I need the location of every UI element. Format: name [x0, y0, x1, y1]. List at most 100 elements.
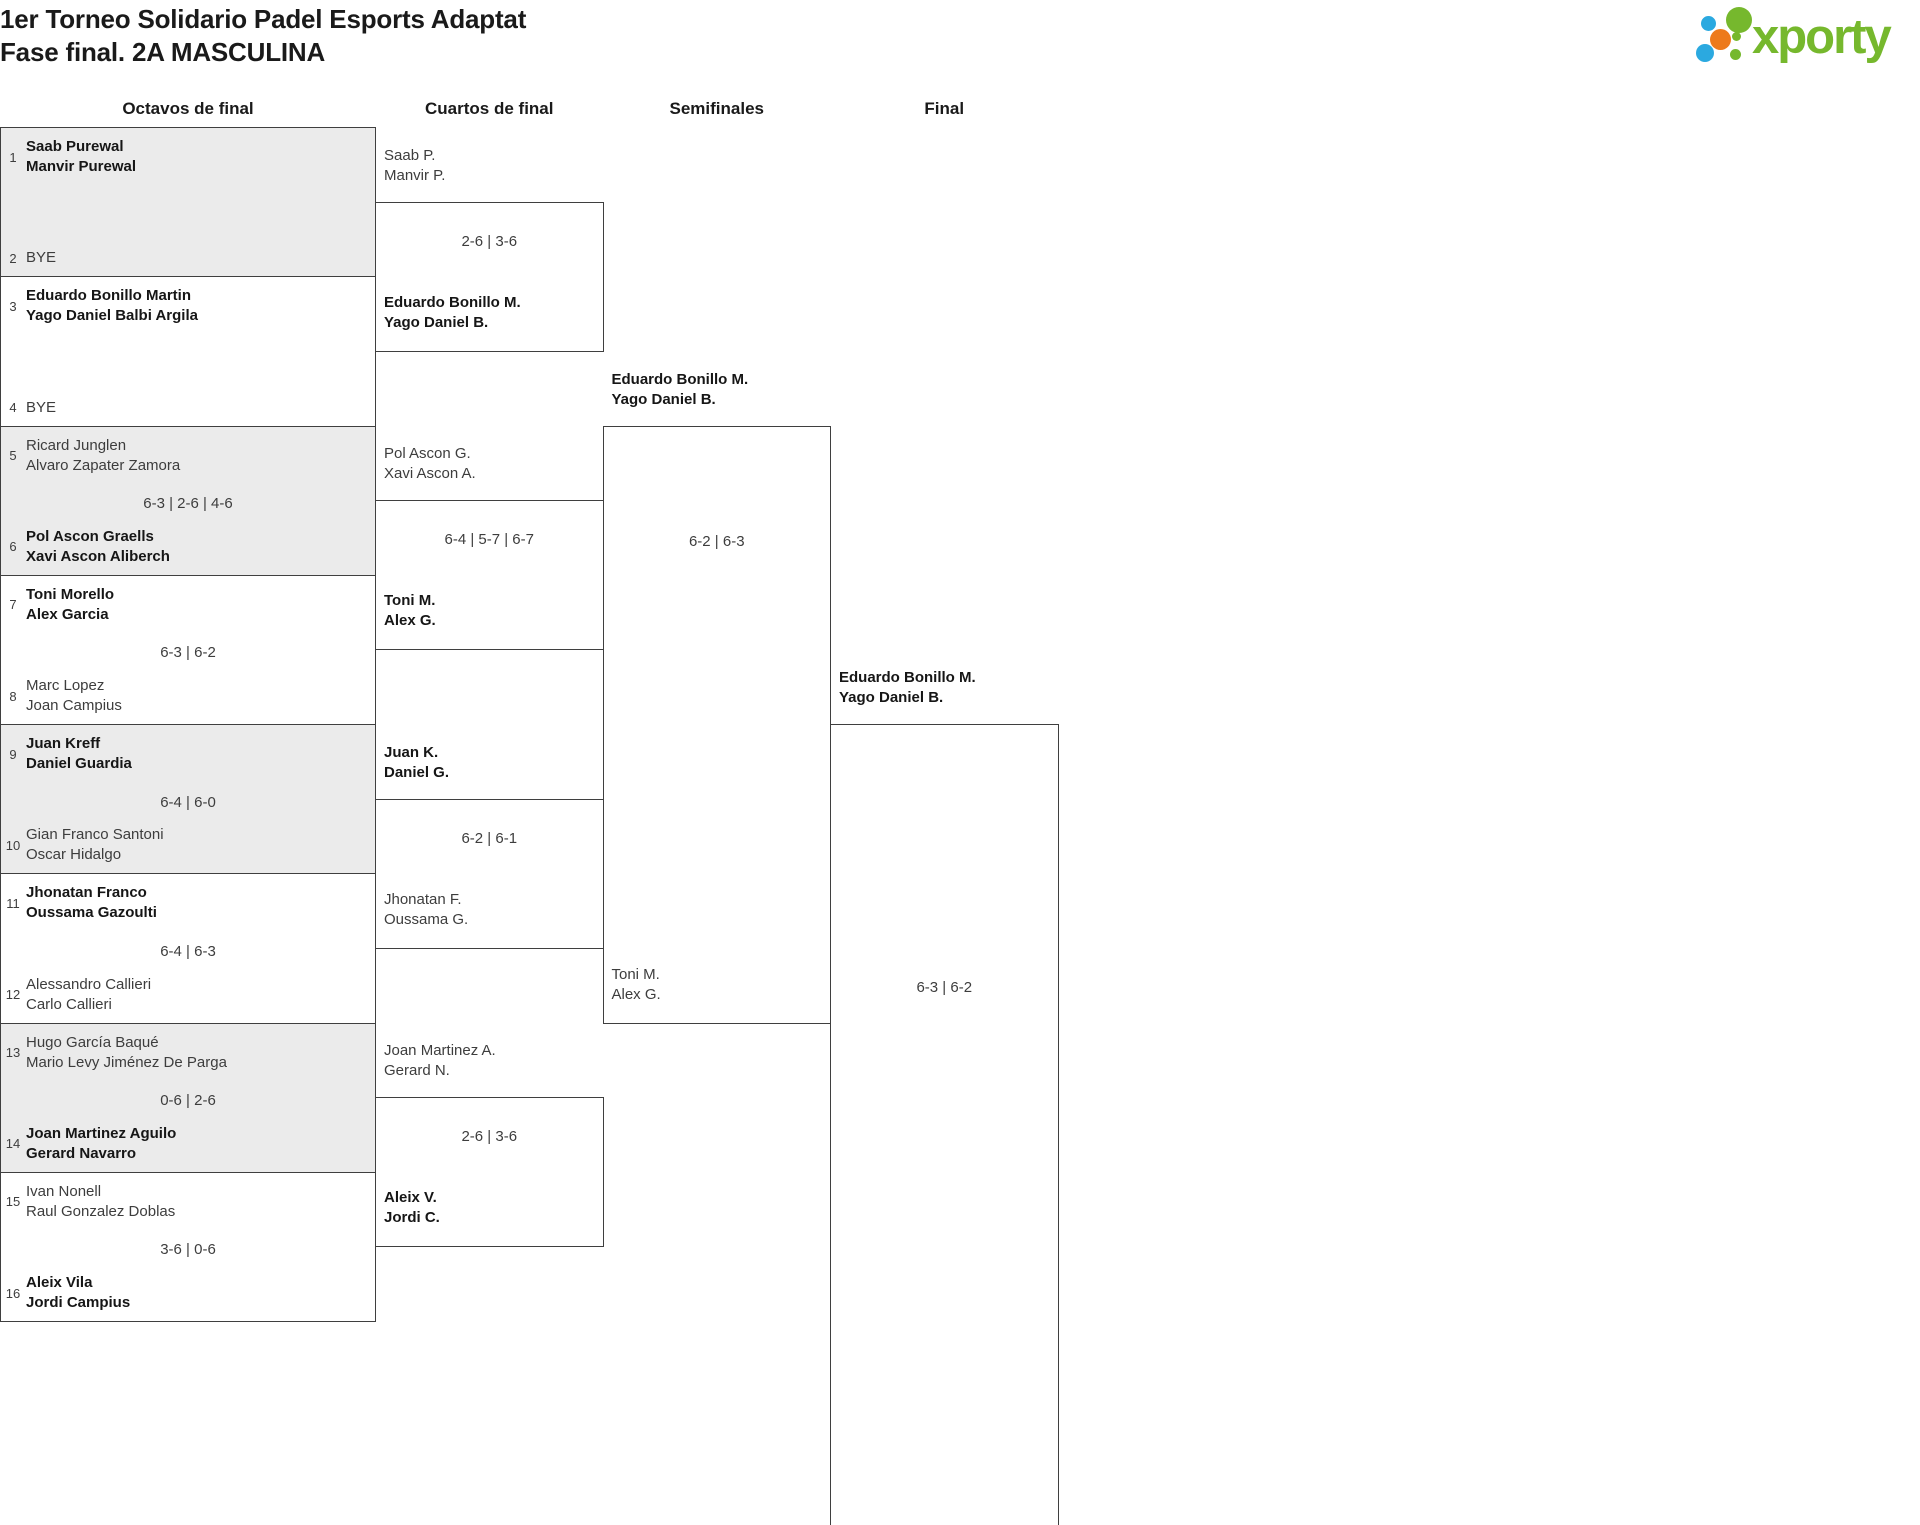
title-line2: Fase final. 2A MASCULINA — [0, 37, 326, 67]
qf-match-score: 2-6 | 3-6 — [461, 1128, 518, 1146]
final-match-score: 6-3 | 6-2 — [916, 979, 973, 996]
team-names: Pol Ascon G.Xavi Ascon A. — [384, 445, 476, 483]
round-header-1: Octavos de final — [122, 99, 254, 118]
qf-team-entry[interactable]: Joan Martinez A.Gerard N. — [384, 1041, 601, 1081]
team-seed: 6 — [9, 539, 17, 555]
round-header-4: Final — [924, 99, 965, 118]
page-title: 1er Torneo Solidario Padel Esports Adapt… — [0, 3, 526, 69]
team-seed: 8 — [9, 688, 17, 704]
team-seed: 2 — [9, 250, 17, 266]
team-seed: 7 — [9, 597, 17, 613]
r16-match-box-7 — [0, 1022, 376, 1173]
sf-match-box-1 — [602, 425, 831, 1024]
r16-match-box-5 — [0, 724, 376, 875]
team-seed: 16 — [5, 1285, 21, 1301]
logo-wordmark: xporty — [1752, 10, 1892, 64]
team-seed: 14 — [5, 1136, 21, 1152]
r16-team-entry[interactable]: 2 BYE — [0, 248, 376, 268]
team-seed: 1 — [9, 149, 17, 165]
qf-team-entry[interactable]: Eduardo Bonillo M.Yago Daniel B. — [384, 293, 601, 333]
team-seed: 11 — [6, 895, 20, 911]
logo-dot-blue-medium — [1696, 43, 1714, 62]
qf-team-entry[interactable]: Juan K.Daniel G. — [384, 743, 601, 783]
logo-dot-green-large — [1726, 6, 1752, 33]
qf-team-entry[interactable]: Saab P.Manvir P. — [384, 146, 601, 186]
qf-match-score: 6-2 | 6-1 — [461, 829, 518, 847]
round-header-3: Semifinales — [669, 99, 765, 118]
sf-team-entry[interactable]: Eduardo Bonillo M.Yago Daniel B. — [612, 370, 829, 410]
team-names: BYE — [26, 249, 57, 267]
r16-match-score: 0-6 | 2-6 — [160, 1092, 216, 1110]
team-seed: 3 — [9, 298, 17, 314]
r16-match-score: 6-4 | 6-0 — [160, 793, 216, 811]
qf-team-entry[interactable]: Aleix V.Jordi C. — [384, 1188, 601, 1228]
team-names: Eduardo Bonillo M.Yago Daniel B. — [384, 293, 521, 331]
r16-match-score: 6-4 | 6-3 — [160, 942, 216, 960]
team-names: Eduardo Bonillo M.Yago Daniel B. — [839, 669, 976, 706]
xporty-logo[interactable]: xporty — [1690, 0, 1920, 70]
r16-match-box-1 — [0, 127, 376, 278]
r16-match-box-3 — [0, 425, 376, 576]
team-names: BYE — [26, 398, 57, 416]
team-names: Jhonatan F.Oussama G. — [384, 890, 469, 928]
team-names: Saab P.Manvir P. — [384, 146, 446, 184]
team-names: Juan K.Daniel G. — [384, 743, 450, 781]
qf-match-score: 6-4 | 5-7 | 6-7 — [444, 531, 534, 549]
sf-team-entry[interactable]: Toni M.Alex G. — [612, 965, 829, 1005]
logo-dot-blue-small — [1700, 15, 1716, 31]
team-seed: 15 — [5, 1194, 21, 1210]
team-names: Eduardo Bonillo M.Yago Daniel B. — [611, 370, 749, 408]
qf-match-score: 2-6 | 3-6 — [461, 232, 518, 250]
team-names: Joan Martinez A.Gerard N. — [384, 1042, 496, 1080]
team-seed: 9 — [9, 746, 17, 762]
team-names: Aleix V.Jordi C. — [384, 1189, 440, 1227]
logo-dot-green-tiny — [1731, 32, 1741, 41]
qf-team-entry[interactable]: Jhonatan F.Oussama G. — [384, 890, 601, 930]
final-team-entry[interactable]: Eduardo Bonillo M.Yago Daniel B. — [839, 668, 1056, 708]
team-seed: 5 — [9, 448, 17, 463]
team-seed: 10 — [5, 837, 21, 853]
logo-dot-orange — [1709, 29, 1731, 50]
sf-match-score: 6-2 | 6-3 — [688, 532, 745, 550]
qf-team-entry[interactable]: Toni M.Alex G. — [384, 591, 601, 631]
r16-match-score: 6-3 | 2-6 | 4-6 — [143, 495, 233, 513]
r16-match-score: 6-3 | 6-2 — [160, 644, 216, 662]
team-seed: 13 — [5, 1045, 21, 1060]
final-match-box-1 — [830, 724, 1059, 1525]
title-line1: 1er Torneo Solidario Padel Esports Adapt… — [0, 4, 527, 34]
logo-dot-green-small — [1729, 48, 1741, 60]
qf-match-box-1 — [375, 201, 604, 352]
qf-team-entry[interactable]: Pol Ascon G.Xavi Ascon A. — [384, 444, 601, 484]
team-names: Toni M.Alex G. — [611, 965, 661, 1003]
team-names: Toni M.Alex G. — [384, 592, 436, 630]
